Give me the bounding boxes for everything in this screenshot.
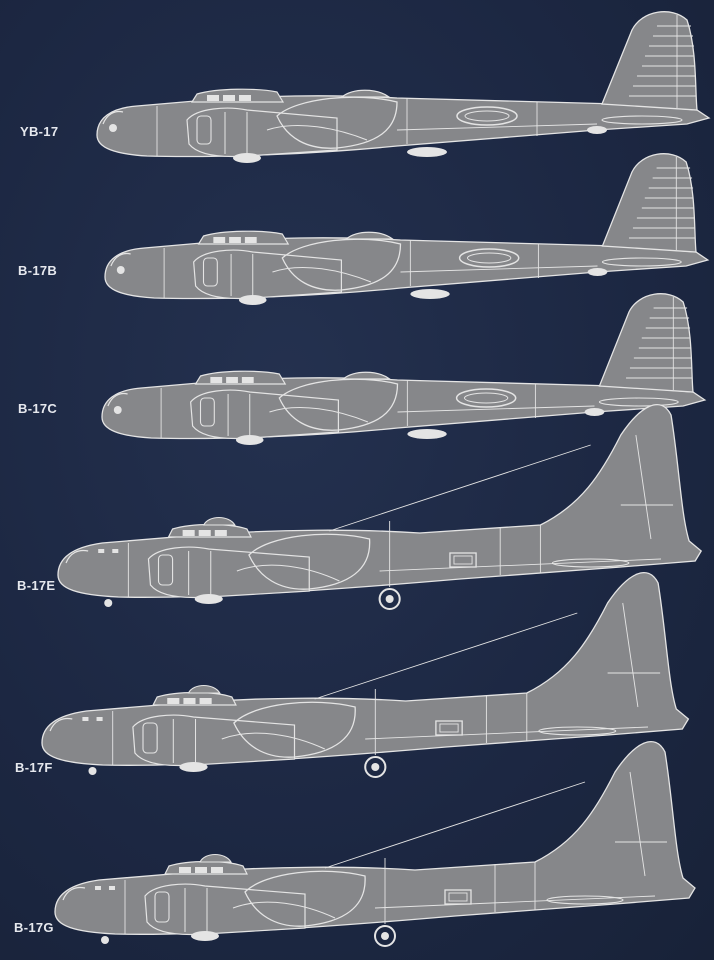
aircraft-b17g (54, 740, 696, 947)
aircraft-b17b (104, 152, 709, 306)
label-b17b: B-17B (18, 263, 58, 278)
label-b17e: B-17E (17, 578, 56, 593)
label-yb17: YB-17 (20, 124, 59, 139)
aircraft-b17f (40, 571, 690, 779)
label-b17g: B-17G (14, 920, 54, 935)
label-b17c: B-17C (18, 401, 58, 416)
aircraft-b17c (101, 292, 706, 446)
label-b17f: B-17F (15, 760, 53, 775)
aircraft-yb17 (96, 10, 710, 164)
